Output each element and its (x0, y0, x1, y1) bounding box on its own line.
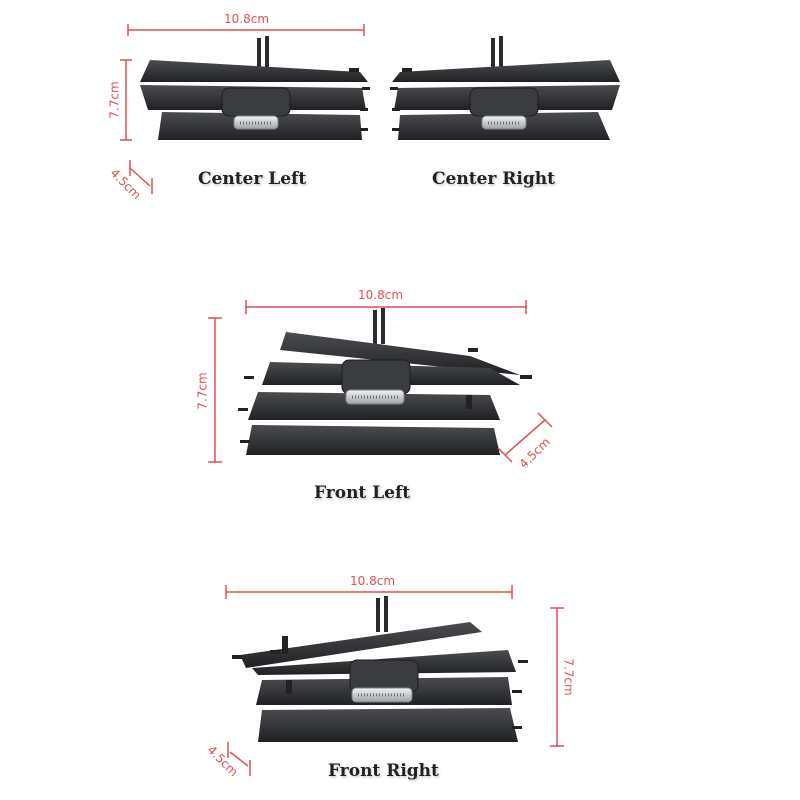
center-left-vent-image (140, 36, 370, 140)
front-left-width-label: 10.8cm (358, 288, 404, 302)
front-right-depth-line (229, 751, 249, 767)
dimension-lines (120, 24, 564, 776)
center-right-vent-image (390, 36, 620, 140)
front-right-width-label: 10.8cm (350, 574, 396, 588)
front-left-caption: Front Left (314, 483, 411, 503)
center-left-height-label: 7.7cm (107, 81, 122, 119)
center-left-width-label: 10.8cm (224, 12, 270, 26)
front-right-height-label: 7.7cm (561, 658, 576, 696)
front-left-depth-line (504, 419, 546, 456)
front-left-height-label: 7.7cm (195, 372, 210, 410)
front-right-vent-image (232, 596, 528, 742)
center-left-depth-line (129, 167, 151, 187)
front-right-caption: Front Right (328, 761, 439, 781)
front-left-vent-image (238, 308, 532, 455)
center-left-caption: Center Left (198, 169, 307, 189)
center-right-caption: Center Right (432, 169, 555, 189)
